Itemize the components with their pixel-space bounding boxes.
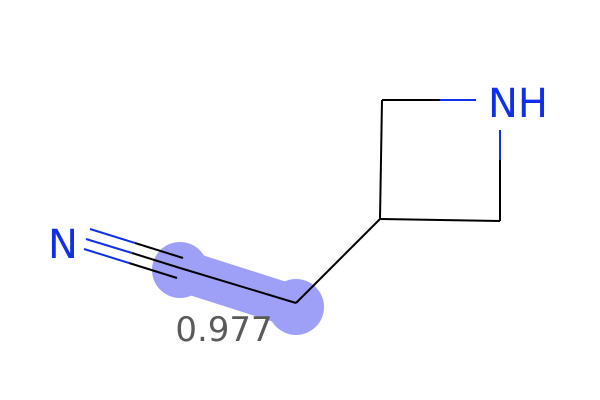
highlight-atom-nitrile-carbon — [152, 242, 208, 298]
triple-bond-center-c — [131, 252, 181, 269]
triple-bond-upper-c — [134, 242, 184, 259]
bond-ring-to-methylene — [295, 218, 381, 304]
bond-methylene-to-nitrile — [179, 267, 297, 304]
bond-ring-bottom — [379, 218, 501, 222]
highlight-region — [152, 242, 324, 335]
triple-bond-lower-n — [83, 248, 130, 264]
highlight-atom-methylene-carbon — [268, 279, 324, 335]
triple-bond-lower-c — [128, 262, 178, 279]
bonds — [83, 99, 501, 304]
highlight-score-label: 0.977 — [175, 310, 272, 350]
bond-ring-left — [379, 99, 383, 220]
triple-bond-upper-n — [89, 228, 136, 244]
atom-label-ring-nh: NH — [488, 81, 548, 127]
triple-bond-center-n — [85, 238, 133, 254]
atom-label-nitrile-n: N — [48, 222, 78, 268]
